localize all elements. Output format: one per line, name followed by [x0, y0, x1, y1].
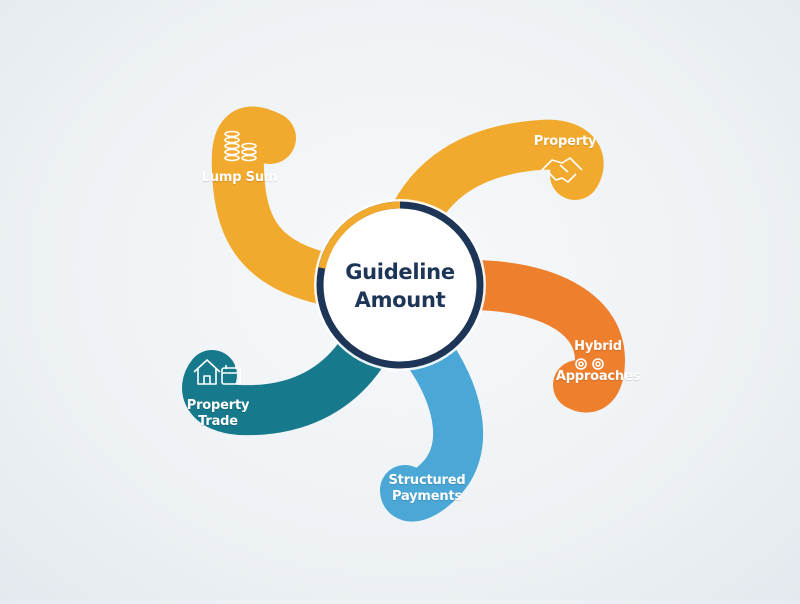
gears-icon: [575, 358, 604, 370]
branch-title-line1: Property: [186, 398, 250, 413]
branch-title-line1: Hybrid: [574, 339, 622, 354]
branch-title-line2: Payments: [392, 489, 462, 504]
center-title-line2: Amount: [354, 288, 446, 312]
coins-icon: [224, 130, 257, 162]
branch-arm-property-trade: [182, 315, 395, 436]
branch-title: Property: [533, 134, 597, 149]
branch-title-line2: Trade: [198, 414, 238, 429]
branch-label-property: Property: [525, 134, 605, 150]
branch-label-hybrid-approaches: Hybrid Approaches: [548, 339, 648, 385]
center-node-label: Guideline Amount: [330, 258, 470, 314]
branch-arm-lump-sum: [211, 106, 356, 306]
branch-arm-hybrid-approaches: [445, 260, 626, 413]
house-calendar-icon: [193, 359, 241, 385]
branch-label-property-trade: Property Trade: [168, 398, 268, 430]
branch-label-lump-sum: Lump Sum: [192, 170, 287, 186]
branch-label-structured-payments: Structured Payments: [372, 473, 482, 505]
center-title-line1: Guideline: [345, 260, 455, 284]
branch-title: Lump Sum: [201, 170, 278, 185]
branch-arm-property: [385, 119, 604, 250]
handshake-icon: [541, 157, 583, 183]
branch-title-line2: Approaches: [555, 369, 641, 384]
center-ring-accent: [318, 201, 401, 269]
branch-arm-structured-payments: [380, 330, 484, 522]
branch-title-line1: Structured: [388, 473, 466, 488]
